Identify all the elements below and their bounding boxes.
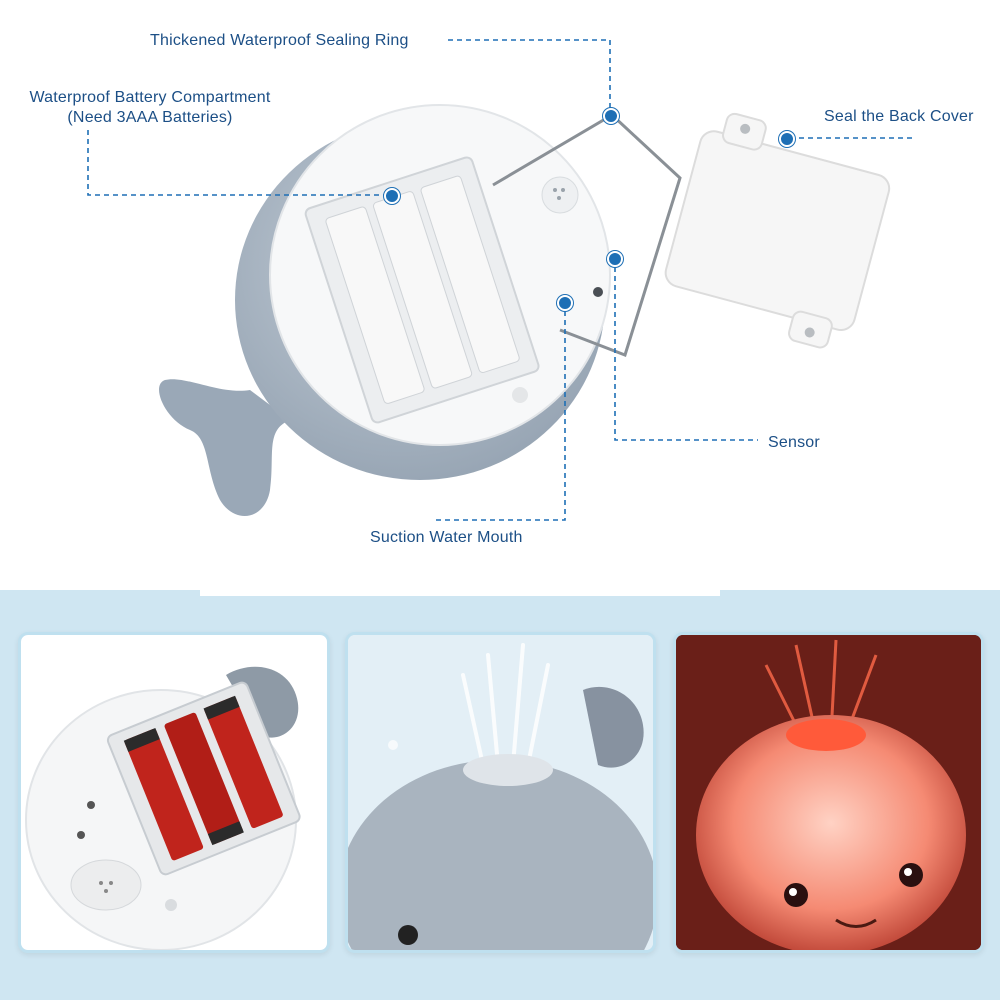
- callout-dot-sealing-ring: [603, 108, 619, 124]
- photo-panel-batteries: [18, 632, 330, 953]
- callout-sealing-ring: Thickened Waterproof Sealing Ring: [150, 32, 409, 49]
- photo-panel-glowing: [673, 632, 984, 953]
- product-diagram-area: Thickened Waterproof Sealing Ring Waterp…: [10, 32, 974, 546]
- spray-photo: [348, 635, 653, 950]
- callout-battery-line2: (Need 3AAA Batteries): [67, 109, 233, 126]
- callout-leaders: [87, 39, 912, 521]
- callout-dot-battery: [384, 188, 400, 204]
- whale-tail: [159, 379, 290, 517]
- callout-battery-compartment: Waterproof Battery Compartment (Need 3AA…: [10, 88, 290, 128]
- batteries-photo: [25, 666, 301, 950]
- callout-dot-sensor: [607, 251, 623, 267]
- callout-dot-suction: [557, 295, 573, 311]
- glow-photo: [676, 635, 981, 950]
- battery-compartment: [304, 156, 540, 424]
- sensor-hole: [593, 287, 603, 297]
- whale-toy-illustration: [87, 39, 912, 521]
- callout-battery-line1: Waterproof Battery Compartment: [29, 89, 271, 106]
- callout-suction: Suction Water Mouth: [370, 529, 523, 546]
- callout-sensor: Sensor: [768, 434, 820, 451]
- top-divider: [200, 590, 720, 596]
- photo-panel-spraying: [345, 632, 656, 953]
- callout-dot-back-cover: [779, 131, 795, 147]
- sealing-ring: [492, 113, 682, 357]
- back-cover-part: [664, 112, 891, 349]
- callout-back-cover: Seal the Back Cover: [824, 108, 974, 125]
